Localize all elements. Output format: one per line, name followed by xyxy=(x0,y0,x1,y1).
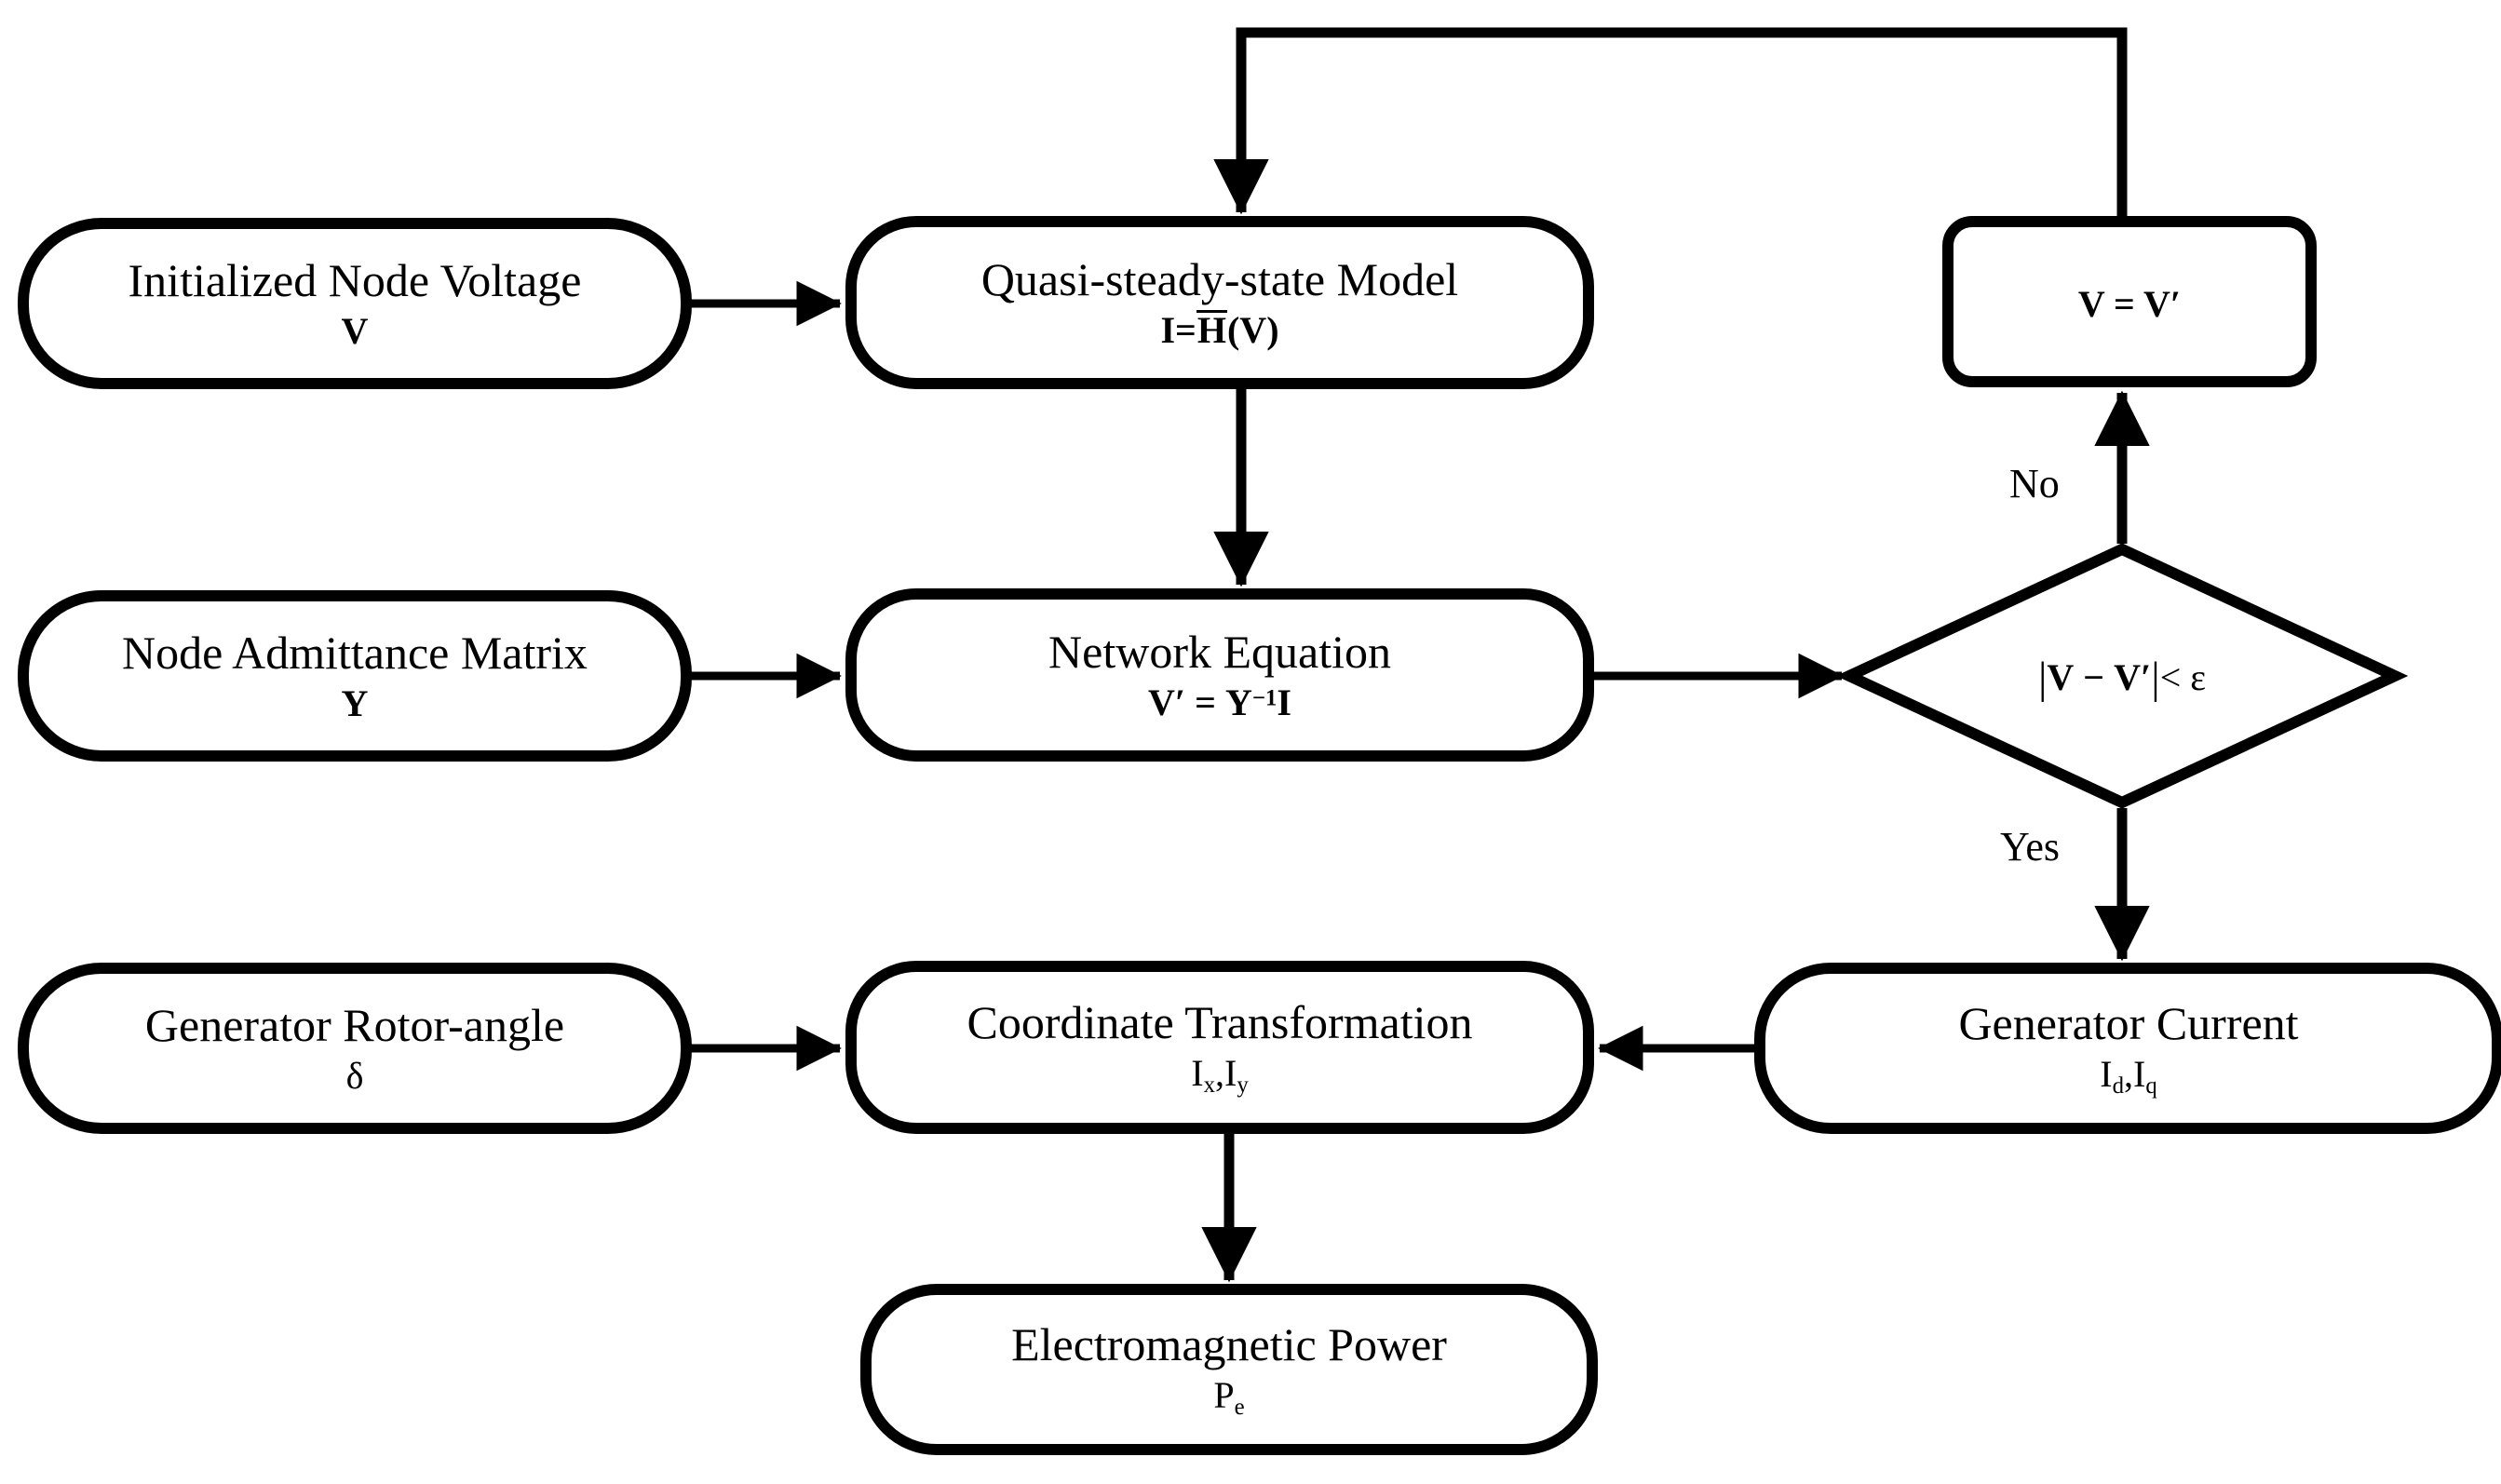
node-shape-network-equation[interactable] xyxy=(845,588,1594,762)
node-shape-initialized-node-voltage[interactable] xyxy=(18,218,692,389)
node-shape-coordinate-transformation[interactable] xyxy=(845,961,1594,1134)
node-shape-convergence-check[interactable] xyxy=(1835,543,2409,809)
node-shape-node-admittance-matrix[interactable] xyxy=(18,590,692,762)
edge-feedback-loop-v-assign-to-quasi xyxy=(1213,27,2128,216)
node-shape-quasi-steady-state-model[interactable] xyxy=(845,216,1594,389)
node-shape-electromagnetic-power[interactable] xyxy=(860,1284,1598,1455)
edge-label-no: No xyxy=(2009,461,2060,506)
edge-label-yes: Yes xyxy=(2000,824,2061,870)
node-shape-generator-rotor-angle[interactable] xyxy=(18,963,692,1134)
node-shape-generator-current[interactable] xyxy=(1754,963,2501,1134)
node-shape-v-assign[interactable] xyxy=(1942,216,2317,387)
